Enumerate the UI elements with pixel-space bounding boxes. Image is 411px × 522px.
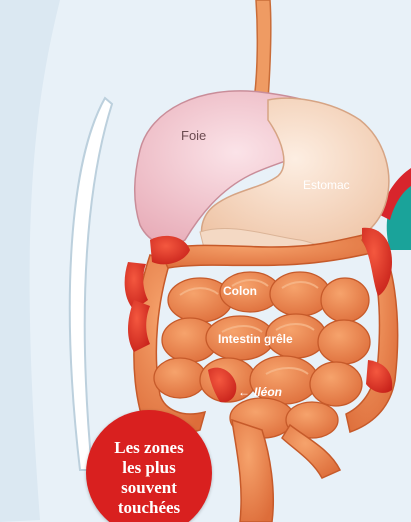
badge-line: les plus [86, 458, 212, 478]
label-small-intestine: Intestin grêle [218, 332, 293, 346]
label-colon: Colon [223, 284, 257, 298]
label-liver: Foie [181, 128, 206, 143]
label-stomach: Estomac [303, 178, 350, 192]
badge-line: touchées [86, 498, 212, 518]
label-ileum: ← Iléon [238, 385, 282, 399]
label-ileum-text: Iléon [254, 385, 282, 399]
badge-text: Les zones les plus souvent touchées [86, 438, 212, 518]
badge-line: Les zones [86, 438, 212, 458]
arrow-left-icon: ← [238, 385, 250, 399]
badge-line: souvent [86, 478, 212, 498]
